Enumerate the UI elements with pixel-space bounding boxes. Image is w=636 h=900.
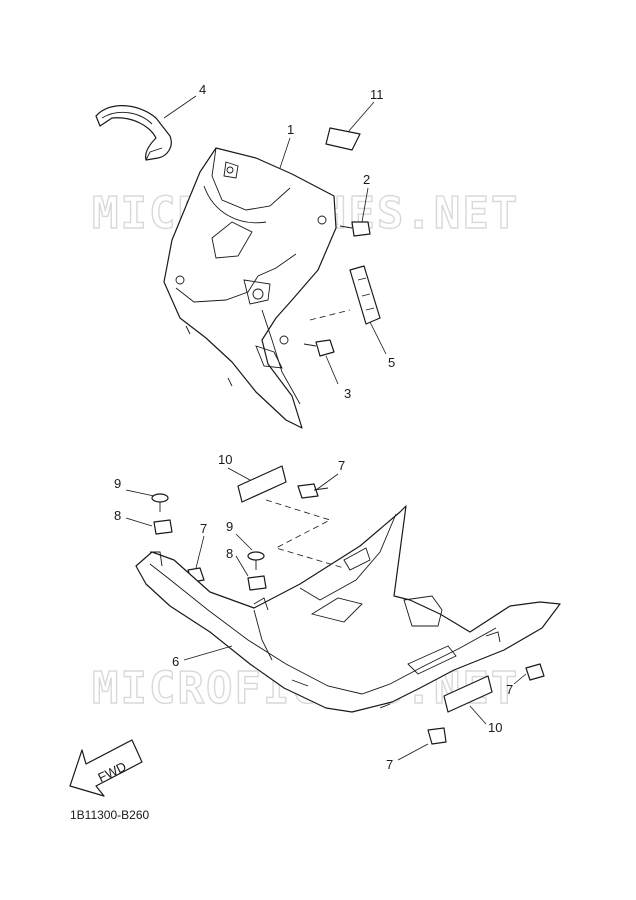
callout-7-top: 7 (338, 458, 345, 473)
callout-8-left: 8 (114, 508, 121, 523)
callout-2: 2 (363, 172, 370, 187)
part-11-label (325, 127, 361, 151)
part-1-leg-shield (163, 147, 337, 429)
part-10-label-bottom (443, 675, 493, 713)
part-3-screw (303, 339, 335, 357)
callout-9-left: 9 (114, 476, 121, 491)
diagram-code: 1B11300-B260 (70, 808, 150, 822)
part-10-label-top (237, 465, 287, 503)
callout-10-top: 10 (218, 452, 232, 467)
callout-4: 4 (199, 82, 206, 97)
part-8-nut-left (153, 519, 173, 535)
callout-7-right: 7 (506, 682, 513, 697)
assembly-line-1 (265, 499, 345, 569)
callout-10-bottom: 10 (488, 720, 502, 735)
callout-7-left: 7 (200, 521, 207, 536)
callout-7-bottom: 7 (386, 757, 393, 772)
part-2-screw (339, 221, 371, 237)
callout-3: 3 (344, 386, 351, 401)
part-7-screw-bottom (427, 727, 447, 745)
part-7-screw-top (297, 483, 329, 499)
part-8-nut-center (247, 575, 267, 591)
part-5-strip (349, 265, 381, 325)
callout-5: 5 (388, 355, 395, 370)
fwd-arrow-icon: FWD (69, 739, 143, 797)
leader-lines (125, 95, 527, 761)
part-6-lower-cover (135, 505, 561, 713)
part-9-rivet-left (151, 493, 169, 512)
callout-1: 1 (287, 122, 294, 137)
callout-9-center: 9 (226, 519, 233, 534)
part-7-screw-right (525, 663, 545, 681)
part-4-bracket (95, 105, 172, 161)
part-9-rivet-center (247, 551, 265, 570)
callout-8-center: 8 (226, 546, 233, 561)
assembly-line-2 (309, 309, 351, 321)
callout-11: 11 (370, 87, 384, 102)
callout-6: 6 (172, 654, 179, 669)
